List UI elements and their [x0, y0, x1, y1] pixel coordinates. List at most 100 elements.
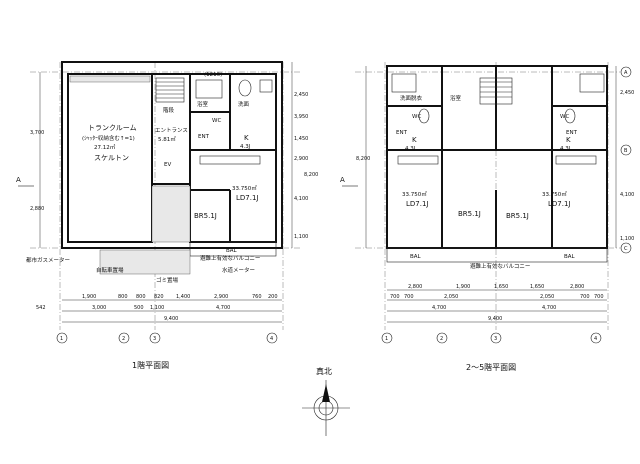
wash-label: 洗面	[238, 100, 250, 108]
dim-label: 1,100	[294, 234, 308, 240]
ent-label: ENT	[566, 130, 578, 136]
kitchen-size: 4.3J	[405, 146, 416, 152]
floor2-dims-mid: 4,700 4,700	[432, 305, 556, 311]
floor1-dims-mid: 542 3,000 500 1,100 4,700	[36, 305, 230, 311]
dim-label: 820	[154, 294, 164, 300]
axis-bubble: 1	[60, 336, 63, 342]
dim-label: 1,100	[620, 236, 634, 242]
balcony-label: BAL	[226, 248, 238, 254]
dim-label: 700	[390, 294, 400, 300]
dim-label: 500	[134, 305, 144, 311]
ldk-label: LD7.1J	[236, 194, 259, 202]
floor2-total-width: 9,400	[488, 316, 502, 322]
trunk-room-area: 27.12㎡	[94, 143, 116, 151]
entrance-label: エントランス	[155, 127, 188, 134]
dim-label: 4,100	[620, 192, 634, 198]
br-label: BR5.1J	[458, 210, 481, 218]
dim-label: 2,800	[570, 284, 584, 290]
kitchen-label: K	[566, 136, 571, 144]
trunk-room-note: (ｼｬｯﾀｰ収納含む↑=1)	[82, 134, 135, 142]
wc-label: WC	[212, 118, 221, 124]
entrance-area: 5.81㎡	[158, 135, 176, 143]
dim-label: 200	[268, 294, 278, 300]
sprinkler-note: 避難上有効なバルコニー	[470, 262, 530, 270]
section-marker-right: A	[340, 176, 345, 184]
axis-bubble: 1	[385, 336, 388, 342]
wash-label: 洗面脱衣	[400, 94, 423, 102]
dim-label: 2,450	[294, 92, 308, 98]
axis-bubble: 3	[153, 336, 156, 342]
north-arrow: 真北	[302, 366, 350, 436]
kitchen-label: K	[412, 136, 417, 144]
kitchen-size: 4.3J	[560, 146, 571, 152]
ent-label: ENT	[396, 130, 408, 136]
dim-label: 700	[594, 294, 604, 300]
axis-bubble: B	[624, 148, 628, 154]
waste-label: ゴミ置場	[156, 276, 179, 284]
gas-meter-label: 都市ガスメーター	[26, 256, 70, 264]
wc-label: WC	[412, 114, 421, 120]
floor-2-5-plan: 洗面脱衣 浴室 WC ENT K 4.3J 33.750㎡ LD7.1J BR5…	[340, 62, 634, 372]
bath-label: 浴室	[450, 94, 462, 102]
stair-symbol	[479, 77, 513, 105]
stair-label: 階段	[163, 106, 175, 114]
unit-area-label: 33.750㎡	[232, 184, 257, 192]
unit-area-label: 33.750㎡	[542, 190, 567, 198]
dim-label: 1,100	[150, 305, 164, 311]
dim-label: 1,650	[494, 284, 508, 290]
kitchen-size: 4.3J	[240, 144, 251, 150]
floor1-total-width: 9,400	[164, 316, 178, 322]
kitchen-label: K	[244, 134, 249, 142]
floor2-dims-top: 2,800 1,900 1,650 1,650 2,800	[408, 284, 584, 290]
dim-label: 700	[580, 294, 590, 300]
skeleton-label: スケルトン	[94, 154, 129, 162]
axis-bubble: 2	[440, 336, 443, 342]
floor1-total-height: 8,200	[304, 172, 318, 178]
floor1-dims-right: 2,450 3,950 1,450 2,900 4,100 1,100 8,20…	[291, 62, 318, 248]
dim-label: 1,650	[530, 284, 544, 290]
dim-label: 2,900	[294, 156, 308, 162]
dim-label: 1,450	[294, 136, 308, 142]
axis-bubble: 3	[494, 336, 497, 342]
axis-bubble: A	[624, 70, 628, 76]
dim-label: 542	[36, 305, 46, 311]
dim-label: 1,900	[456, 284, 470, 290]
trunk-room-label: トランクルーム	[88, 124, 137, 132]
dim-label: 8,200	[356, 156, 370, 162]
floor2-dims-sub: 700 700 2,050 2,050 700 700	[390, 294, 604, 300]
axis-bubble: 4	[594, 336, 597, 342]
axis-bubble: 2	[122, 336, 125, 342]
dim-label: 4,100	[294, 196, 308, 202]
water-meter-label: 水道メーター	[222, 266, 255, 274]
floor2-axis-y: A B C	[620, 66, 632, 254]
wc-label: WC	[560, 114, 569, 120]
dim-label: 800	[118, 294, 128, 300]
sprinkler-note: 避難上有効なバルコニー	[200, 254, 260, 262]
dim-label: 2,880	[30, 206, 44, 212]
ent-label: ENT	[198, 134, 210, 140]
floor2-axis-x: 1 2 3 4	[381, 332, 602, 344]
floor2-title: 2～5階平面図	[466, 362, 516, 372]
bath-label: 浴室	[197, 100, 209, 108]
floor-1-plan: トランクルーム (ｼｬｯﾀｰ収納含む↑=1) 27.12㎡ スケルトン エントラ…	[16, 61, 318, 370]
dim-label: 2,050	[540, 294, 554, 300]
dim-label: 3,000	[92, 305, 106, 311]
dim-label: 3,950	[294, 114, 308, 120]
dim-label: 2,900	[214, 294, 228, 300]
unit-area-label: 33.750㎡	[402, 190, 427, 198]
dim-label: 2,800	[408, 284, 422, 290]
stair-symbol	[155, 77, 185, 103]
axis-bubble: C	[624, 246, 628, 252]
ldk-label: LD7.1J	[406, 200, 429, 208]
dim-label: 800	[136, 294, 146, 300]
floor1-title: 1階平面図	[132, 360, 169, 370]
dim-label: 700	[404, 294, 414, 300]
balcony-label: BAL	[564, 254, 576, 260]
floor1-axis-x: 1 2 3 4	[56, 332, 278, 344]
dim-label: 2,050	[444, 294, 458, 300]
bike-label: 自転車置場	[96, 266, 124, 274]
dim-label: 4,700	[542, 305, 556, 311]
ev-label: EV	[164, 162, 171, 168]
north-label: 真北	[316, 366, 332, 376]
